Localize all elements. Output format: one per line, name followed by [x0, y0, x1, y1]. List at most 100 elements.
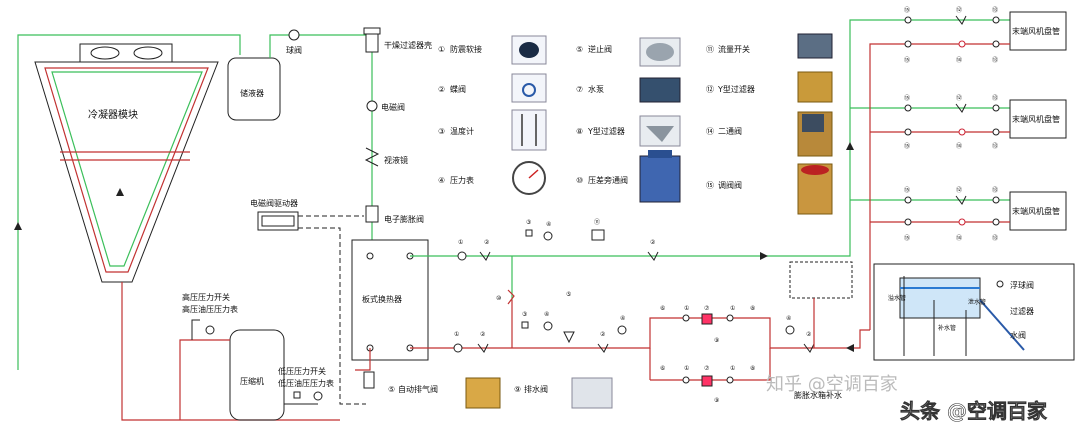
drain-valve-photo [571, 377, 613, 409]
legend-num-14: ⑭ [706, 127, 714, 136]
drain-num: ⑨ [514, 385, 521, 394]
legend-text-15: 调阀阀 [718, 181, 742, 190]
legend-num-1: ① [438, 45, 445, 54]
fc2-c15b: ⑮ [904, 142, 910, 150]
watermark-bottom-label: 膨胀水箱补水 [794, 390, 842, 400]
return-fittings: ① ② ⑩ ③ ④ ⑤ ② ④ [453, 289, 627, 353]
fc2-c13: ⑬ [992, 94, 998, 102]
watermark-toutiao: 头条 @空调百家 [900, 399, 1048, 423]
water-valve-label: 水阀 [1010, 330, 1026, 340]
pump-c8b: ⑧ [750, 365, 755, 372]
pump-c6b: ⑥ [660, 365, 665, 372]
callout-4b: ④ [544, 311, 549, 318]
callout-11a: ⑪ [594, 218, 600, 226]
sight-glass-label: 视液镜 [384, 155, 408, 165]
pump-c1b: ① [730, 305, 735, 312]
watermark-zhihu: 知乎 @空调百家 [766, 374, 898, 395]
supply-fittings: ① ② ③ ④ ⑪ ② [457, 218, 659, 261]
dryer-icon [365, 33, 379, 53]
fan-coil-2-label: 末端风机盘管 [1012, 114, 1060, 124]
lp-switch-label: 低压压力开关 [278, 366, 326, 376]
compressor-label: 压缩机 [240, 376, 264, 386]
legend: ① 防震软接 ② 蝶阀 ③ 温度计 ④ 压力表 ⑤ 逆止阀 ⑦ 水泵 ⑧ Y型过… [438, 33, 833, 215]
auto-vent-num: ⑤ [388, 385, 395, 394]
fc3-c15b: ⑮ [904, 234, 910, 242]
callout-1b: ① [454, 331, 459, 338]
fan-coil-1 [1009, 11, 1067, 51]
fc2-c15: ⑮ [904, 94, 910, 102]
fc1-c14: ⑭ [956, 56, 962, 64]
fc3-c12: ⑫ [956, 186, 962, 194]
plate-heat-exchanger: 板式换热器 [351, 239, 429, 361]
expansion-tank-detail: 浮球阀 过滤器 水阀 溢水管 补水管 泄水管 [873, 263, 1075, 361]
pump-c1d: ① [730, 365, 735, 372]
auto-vent-photo [465, 377, 501, 409]
driver-label: 电磁阀驱动器 [250, 198, 298, 208]
fan-coil-rows: 末端风机盘管 末端风机盘管 末端风机盘管 ⑮ ⑫ ⑬ ⑮ ⑭ ⑬ ⑮ ⑫ ⑬ ⑮… [904, 6, 1067, 242]
fan-coil-3 [1009, 191, 1067, 231]
auto-vent-icon [363, 371, 375, 389]
legend-text-1: 防震软接 [450, 44, 482, 54]
fc3-c13b: ⑬ [992, 234, 998, 242]
legend-text-11: 流量开关 [718, 44, 750, 54]
plate-hx-label: 板式换热器 [362, 294, 402, 304]
legend-text-14: 二通阀 [718, 126, 742, 136]
fan-coil-2 [1009, 99, 1067, 139]
hp-switch-label: 高压压力开关 [182, 292, 230, 302]
hp-gauge-label: 高压油压压力表 [182, 304, 238, 314]
receiver: 储液器 [227, 57, 281, 121]
callout-10: ⑩ [496, 295, 501, 302]
fc1-c13: ⑬ [992, 6, 998, 14]
drain-label: 排水阀 [524, 384, 548, 394]
pump-c9: ⑨ [714, 337, 719, 344]
expansion-valve-label: 电子膨胀阀 [384, 214, 424, 224]
callout-2d: ② [600, 331, 606, 338]
pump-c7: ⑦ [704, 305, 710, 312]
solenoid-icon [366, 100, 378, 112]
fc1-c12: ⑫ [956, 6, 962, 14]
driver-box [257, 211, 299, 231]
lp-gauge-label: 低压油压压力表 [278, 378, 334, 388]
sight-glass-icon [364, 147, 380, 167]
legend-num-2: ② [438, 85, 445, 94]
fc3-c13: ⑬ [992, 186, 998, 194]
float-valve-label: 浮球阀 [1010, 280, 1034, 290]
fan-coil-3-label: 末端风机盘管 [1012, 206, 1060, 216]
legend-num-8: ⑧ [576, 127, 583, 136]
fc3-c14: ⑭ [956, 234, 962, 242]
pump-c1c: ① [684, 365, 689, 372]
filter-label: 过滤器 [1010, 306, 1034, 316]
callout-5a: ⑤ [566, 291, 571, 298]
fc1-c15b: ⑮ [904, 56, 910, 64]
expansion-valve-icon [365, 205, 379, 223]
callout-4d: ④ [786, 315, 791, 322]
callout-2a: ② [484, 239, 490, 246]
legend-text-10: 压差旁通阀 [588, 175, 628, 185]
legend-text-12: Y型过滤器 [717, 84, 755, 94]
legend-num-15: ⑮ [706, 181, 714, 190]
pump-group: ⑥ ① ⑦ ① ⑧ ⑨ ⑥ ① ⑦ ① ⑧ ⑨ [660, 305, 755, 404]
legend-text-4: 压力表 [450, 175, 474, 185]
ball-valve-label: 球阀 [286, 45, 302, 55]
legend-num-10: ⑩ [576, 176, 583, 185]
condenser-module: 冷凝器模块 [34, 43, 219, 283]
fc2-c12: ⑫ [956, 94, 962, 102]
legend-num-7: ⑦ [576, 85, 583, 94]
receiver-label: 储液器 [240, 88, 264, 98]
legend-text-5: 逆止阀 [588, 44, 612, 54]
fc2-c14: ⑭ [956, 142, 962, 150]
dryer-label: 干燥过滤器壳 [384, 40, 432, 50]
legend-num-12: ⑫ [706, 85, 714, 94]
makeup-label: 补水管 [938, 324, 956, 332]
compressor: 压缩机 [229, 329, 285, 421]
callout-2c: ② [480, 331, 486, 338]
pump-c6: ⑥ [660, 305, 665, 312]
fc3-c15: ⑮ [904, 186, 910, 194]
overflow-label: 溢水管 [888, 294, 906, 302]
pump-c1: ① [684, 305, 689, 312]
expansion-tank-small [789, 261, 853, 348]
pump-c9b: ⑨ [714, 397, 719, 404]
legend-num-5: ⑤ [576, 45, 583, 54]
pump-c7b: ⑦ [704, 365, 710, 372]
